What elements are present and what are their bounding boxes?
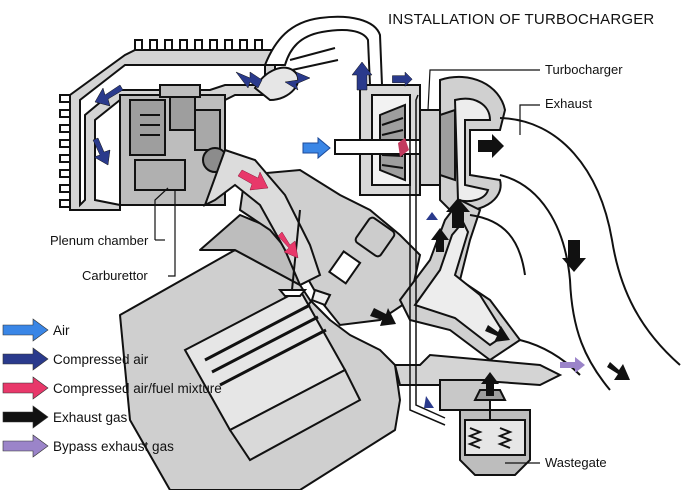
carburettor	[119, 84, 228, 206]
legend-label: Compressed air/fuel mixture	[53, 381, 222, 396]
legend-item: Compressed air	[2, 347, 149, 371]
turbocharger-assembly	[334, 75, 507, 212]
legend-label: Compressed air	[53, 352, 149, 367]
legend-label: Exhaust gas	[53, 410, 128, 425]
legend-item: Compressed air/fuel mixture	[2, 376, 222, 400]
label-carburettor: Carburettor	[82, 268, 148, 283]
bypass-duct	[393, 353, 563, 396]
callout-lines	[154, 69, 540, 464]
label-exhaust: Exhaust	[545, 96, 592, 111]
compressed-air-arrows	[92, 61, 585, 373]
exhaust-manifold	[398, 198, 522, 362]
legend-label: Air	[53, 323, 70, 338]
legend-item: Bypass exhaust gas	[2, 434, 174, 458]
air-flow-arrow	[302, 136, 331, 160]
label-wastegate: Wastegate	[545, 455, 607, 470]
wastegate	[439, 379, 531, 476]
exhaust-flow-arrows	[370, 134, 630, 396]
legend-arrow	[2, 405, 49, 429]
spark-plug	[305, 216, 396, 309]
diagram-title: INSTALLATION OF TURBOCHARGER	[388, 11, 654, 28]
legend-label: Bypass exhaust gas	[53, 439, 174, 454]
legend-arrow	[2, 318, 49, 342]
label-plenum-chamber: Plenum chamber	[50, 233, 149, 248]
exhaust-pipe	[469, 117, 681, 391]
legend-item: Exhaust gas	[2, 405, 128, 429]
tube-flow-arrows	[424, 212, 438, 408]
legend-item: Air	[2, 318, 70, 342]
legend-arrow	[2, 376, 49, 400]
legend-arrow	[2, 434, 49, 458]
mixture-flow-arrows	[237, 138, 409, 259]
label-turbocharger: Turbocharger	[545, 62, 623, 77]
pressure-tube	[405, 94, 446, 426]
piston	[183, 288, 362, 462]
legend-arrow	[2, 347, 49, 371]
